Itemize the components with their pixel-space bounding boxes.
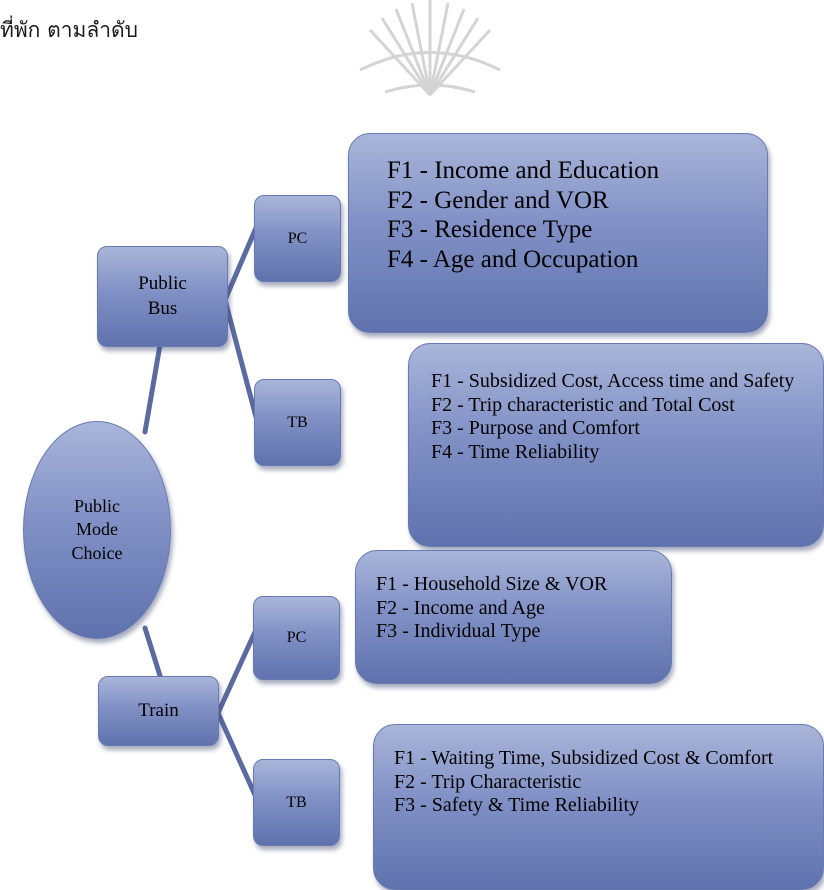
node-public-bus-label: Public Bus [138,272,187,319]
bus-pc-factor-list: F1 - Income and Education F2 - Gender an… [387,156,755,274]
node-train-pc: PC [253,596,340,680]
train-pc-factor-list: F1 - Household Size & VOR F2 - Income an… [376,573,629,644]
factor-item: F3 - Residence Type [387,216,593,243]
factor-item: F4 - Time Reliability [431,440,600,463]
header-line-2: ที่พัก ตามลำดับ [0,18,138,42]
factor-item: F1 - Subsidized Cost, Access time and Sa… [431,370,795,392]
factor-item: F1 - Household Size & VOR [376,573,608,595]
node-bus-pc: PC [254,195,341,282]
node-train-tb-label: TB [286,793,307,811]
bus-tb-factor-list: F1 - Subsidized Cost, Access time and Sa… [431,370,809,464]
node-train-pc-label: PC [286,629,307,646]
root-node-public-mode-choice: Public Mode Choice [23,421,171,639]
factor-item: F2 - Trip characteristic and Total Cost [431,393,735,416]
node-bus-tb-label: TB [287,413,308,431]
institution-seal-watermark-icon [359,0,501,97]
factor-item: F1 - Waiting Time, Subsidized Cost & Com… [394,747,774,769]
bus-pc-factors-box: F1 - Income and Education F2 - Gender an… [348,133,768,333]
train-tb-factors-box: F1 - Waiting Time, Subsidized Cost & Com… [373,724,824,890]
factor-item: F2 - Income and Age [376,596,545,619]
factor-item: F3 - Individual Type [376,620,541,643]
node-bus-tb: TB [254,379,341,466]
node-public-bus: Public Bus [97,246,228,347]
node-train-tb: TB [253,759,340,846]
factor-item: F3 - Safety & Time Reliability [394,794,640,817]
factor-item: F2 - Trip Characteristic [394,770,582,793]
train-pc-factors-box: F1 - Household Size & VOR F2 - Income an… [355,550,672,684]
root-node-label: Public Mode Choice [71,495,123,563]
node-train: Train [98,676,219,746]
factor-item: F4 - Age and Occupation [387,245,639,273]
node-train-label: Train [138,700,179,721]
bus-tb-factors-box: F1 - Subsidized Cost, Access time and Sa… [408,343,824,547]
train-tb-factor-list: F1 - Waiting Time, Subsidized Cost & Com… [394,747,803,818]
factor-item: F1 - Income and Education [387,157,660,184]
factor-item: F2 - Gender and VOR [387,186,609,214]
factor-item: F3 - Purpose and Comfort [431,417,640,440]
node-bus-pc-label: PC [287,229,308,247]
